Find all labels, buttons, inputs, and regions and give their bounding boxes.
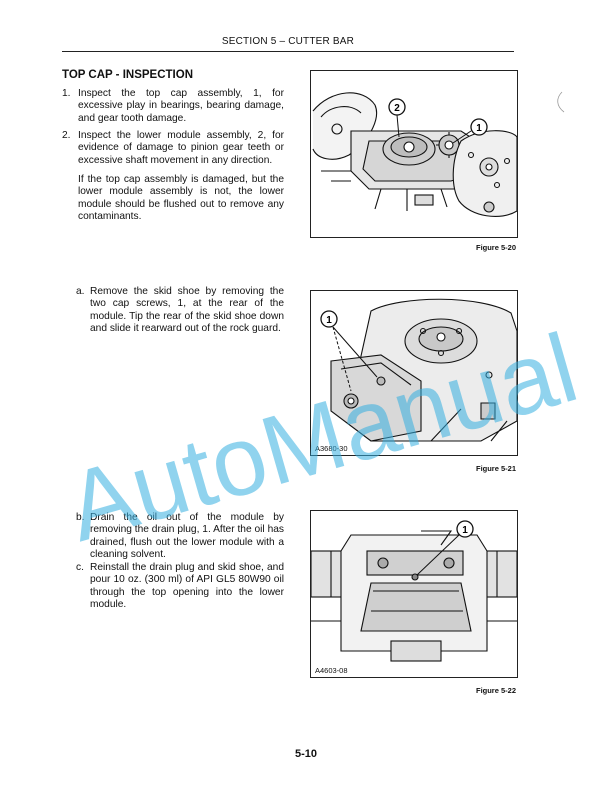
step-number: 2. [62, 130, 71, 141]
step-text: Inspect the lower module assembly, 2, fo… [78, 130, 284, 166]
callout-circle [320, 310, 338, 328]
figure-5-21-code: A3680-30 [313, 444, 350, 453]
step-number: 1. [62, 88, 71, 99]
page-number: 5-10 [294, 748, 318, 760]
figure-5-22-image: 1 A4603-08 [310, 510, 518, 678]
header-rule [62, 51, 514, 52]
step-text: Drain the oil out of the module by remov… [90, 512, 284, 561]
leader-line [332, 326, 352, 392]
section-header: SECTION 5 – CUTTER BAR [221, 36, 355, 47]
step-number: b. [76, 512, 85, 523]
callout-circle [456, 520, 474, 538]
note-text: If the top cap assembly is damaged, but … [78, 174, 284, 223]
callout-circle [470, 118, 488, 136]
leader-line [396, 114, 400, 138]
figure-5-22-code: A4603-08 [313, 666, 350, 675]
section-title: TOP CAP - INSPECTION [62, 69, 193, 81]
step-a: a. Remove the skid shoe by removing the … [76, 286, 284, 336]
callout-1-label: 1 [462, 525, 468, 536]
step-text: Remove the skid shoe by removing the two… [90, 286, 284, 335]
skid-shoe-illustration: 1 [320, 298, 517, 442]
step-2: 2. Inspect the lower module assembly, 2,… [62, 130, 284, 167]
callout-group-fig21: 1 [320, 310, 378, 392]
figure-5-20-caption: Figure 5-20 [475, 243, 516, 252]
figure-5-20-image: 2 1 [310, 70, 518, 238]
callout-1-label: 1 [326, 315, 332, 326]
leader-line [332, 326, 378, 378]
callout-2-label: 2 [394, 103, 400, 114]
cutter-module-top-cap-illustration: 2 1 [312, 92, 517, 217]
step-1: 1. Inspect the top cap assembly, 1, for … [62, 88, 284, 125]
drain-plug-illustration: 1 [311, 520, 517, 662]
figure-5-21-image: 1 A3680-30 [310, 290, 518, 456]
callout-1-label: 1 [476, 123, 482, 134]
step-number: a. [76, 286, 85, 297]
figure-5-21-caption: Figure 5-21 [475, 464, 516, 473]
step-text: Reinstall the drain plug and skid shoe, … [90, 562, 284, 611]
step-c: c. Reinstall the drain plug and skid sho… [76, 562, 284, 612]
callout-circle [388, 98, 406, 116]
leader-line [452, 130, 472, 144]
stray-mark [557, 91, 565, 113]
callout-group-fig22: 1 [416, 520, 474, 576]
step-number: c. [76, 562, 84, 573]
leader-line [416, 534, 460, 576]
note-paragraph: If the top cap assembly is damaged, but … [78, 174, 284, 224]
step-b: b. Drain the oil out of the module by re… [76, 512, 284, 562]
step-text: Inspect the top cap assembly, 1, for exc… [78, 88, 284, 124]
callout-group-fig20: 2 1 [388, 98, 488, 144]
figure-5-22-caption: Figure 5-22 [475, 686, 516, 695]
